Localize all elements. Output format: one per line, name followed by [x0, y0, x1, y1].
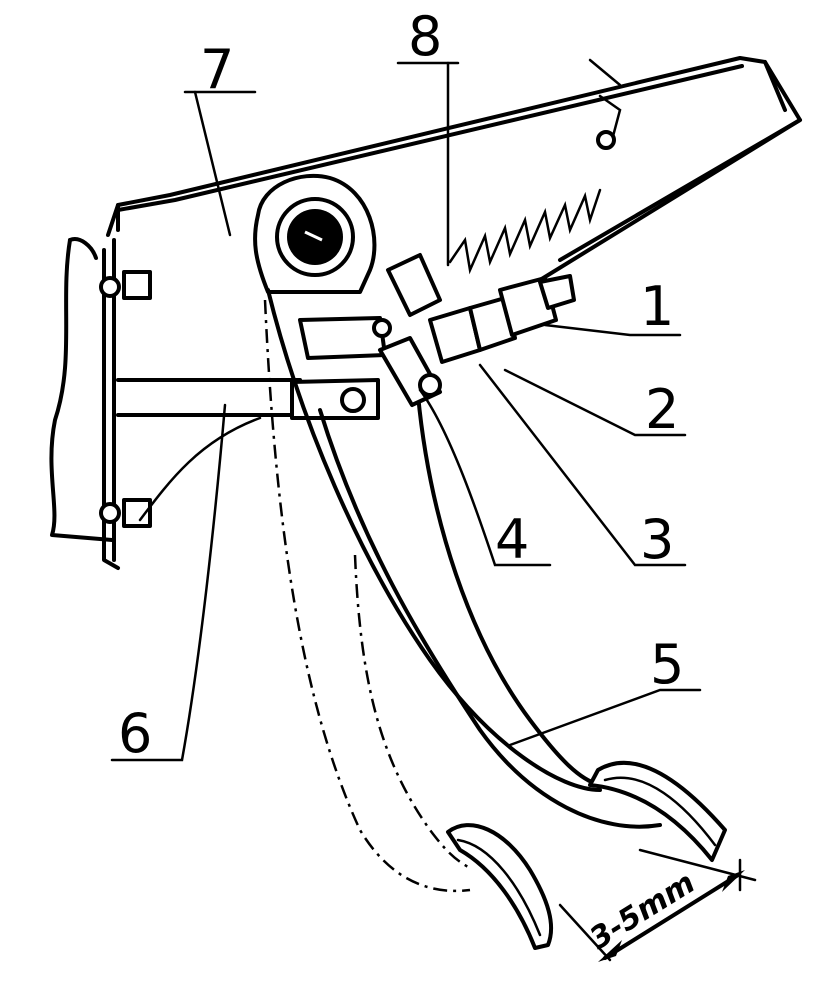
pedal-pivot: [253, 173, 377, 294]
arrow-left-icon: [598, 940, 622, 962]
alternate-pedal-position: [263, 299, 471, 893]
arrow-right-icon: [722, 870, 745, 892]
dimension-line: [603, 873, 740, 960]
callout-number: 7: [200, 38, 234, 101]
callout-number: 5: [650, 633, 684, 696]
callout-2: 2: [645, 378, 679, 441]
return-spring: [448, 130, 616, 275]
pedal-pad-lower: [446, 823, 554, 950]
pedal-pad-upper: [588, 760, 727, 862]
adjuster-assembly: [372, 253, 576, 407]
callout-number: 2: [645, 378, 679, 441]
callout-number: 6: [118, 702, 152, 765]
pedal-lever: [266, 288, 662, 829]
callout-number: 3: [640, 508, 674, 571]
mounting-plate: [49, 237, 152, 570]
dimension-indicator: 3-5mm: [584, 865, 745, 962]
callout-number: 1: [640, 275, 674, 338]
callout-number: 4: [495, 508, 529, 571]
callout-8: 8: [408, 5, 442, 68]
callout-5: 5: [650, 633, 684, 696]
callout-4: 4: [495, 508, 529, 571]
callout-7: 7: [200, 38, 234, 101]
callout-number: 8: [408, 5, 442, 68]
callout-1: 1: [640, 275, 674, 338]
callout-6: 6: [118, 702, 152, 765]
push-rod: [538, 118, 802, 282]
callout-3: 3: [640, 508, 674, 571]
